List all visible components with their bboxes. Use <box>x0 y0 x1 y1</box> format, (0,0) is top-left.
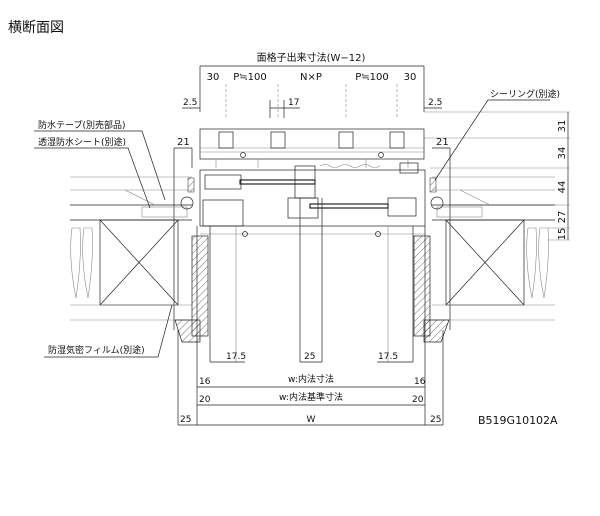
drawing-code: B519G10102A <box>478 414 558 427</box>
dim-25-left: 25 <box>180 415 191 425</box>
dim-30-right: 30 <box>404 72 417 83</box>
trim-left <box>174 319 201 343</box>
callout-sealing: シーリング(別途) <box>490 88 560 100</box>
dim-16-left: 16 <box>199 377 211 387</box>
dim-34: 34 <box>557 147 568 160</box>
extension-lines <box>177 198 444 425</box>
dim-25-center: 25 <box>304 352 315 362</box>
dim-20-left: 20 <box>199 395 211 405</box>
lattice-grille <box>199 128 425 168</box>
dim-17: 17 <box>288 98 299 108</box>
window-frame <box>180 162 444 237</box>
inner-dimension-label: w:内法寸法 <box>288 373 334 385</box>
jamb-right <box>413 235 431 337</box>
wall-right <box>432 176 555 321</box>
overall-dimension-label: W <box>307 415 316 425</box>
overall-lattice-dim: 面格子出来寸法(W−12) <box>257 51 366 64</box>
dim-2-5-left: 2.5 <box>183 98 197 108</box>
callouts: 防水テープ(別売部品) 透湿防水シート(別途) 防湿気密フィルム(別途) シーリ… <box>34 88 560 358</box>
base-dimension-label: w:内法基準寸法 <box>279 391 343 403</box>
dim-15: 15 <box>557 228 568 241</box>
dim-2-5-right: 2.5 <box>428 98 442 108</box>
dim-17-5-left: 17.5 <box>226 352 246 362</box>
dim-31: 31 <box>557 120 568 133</box>
wall-left <box>70 176 192 321</box>
dim-16-right: 16 <box>414 377 426 387</box>
dim-21-right: 21 <box>436 137 449 148</box>
dim-nxp: N×P <box>300 72 322 83</box>
bottom-dimensions: 17.5 25 17.5 16 16 w:内法寸法 20 20 w:内法基準寸法… <box>178 352 443 426</box>
dim-20-right: 20 <box>412 395 424 405</box>
top-dimensions: 面格子出来寸法(W−12) 30 P≒100 N×P P≒100 30 2.5 … <box>182 51 442 118</box>
dim-30-left: 30 <box>207 72 220 83</box>
right-dimensions: 31 34 44 27 15 <box>424 111 570 241</box>
dim-17-5-right: 17.5 <box>378 352 398 362</box>
drawing-title: 横断面図 <box>8 20 64 36</box>
dim-pitch-left: P≒100 <box>233 72 267 83</box>
callout-vapor-film: 防湿気密フィルム(別途) <box>48 344 145 356</box>
trim-right <box>423 319 450 343</box>
dim-27: 27 <box>557 211 568 224</box>
dim-21-left: 21 <box>177 137 190 148</box>
callout-waterproof-tape: 防水テープ(別売部品) <box>38 119 125 131</box>
dim-pitch-right: P≒100 <box>355 72 389 83</box>
callout-breathable-sheet: 透湿防水シート(別途) <box>38 136 126 148</box>
dim-44: 44 <box>557 181 568 194</box>
dim-25-right: 25 <box>430 415 441 425</box>
